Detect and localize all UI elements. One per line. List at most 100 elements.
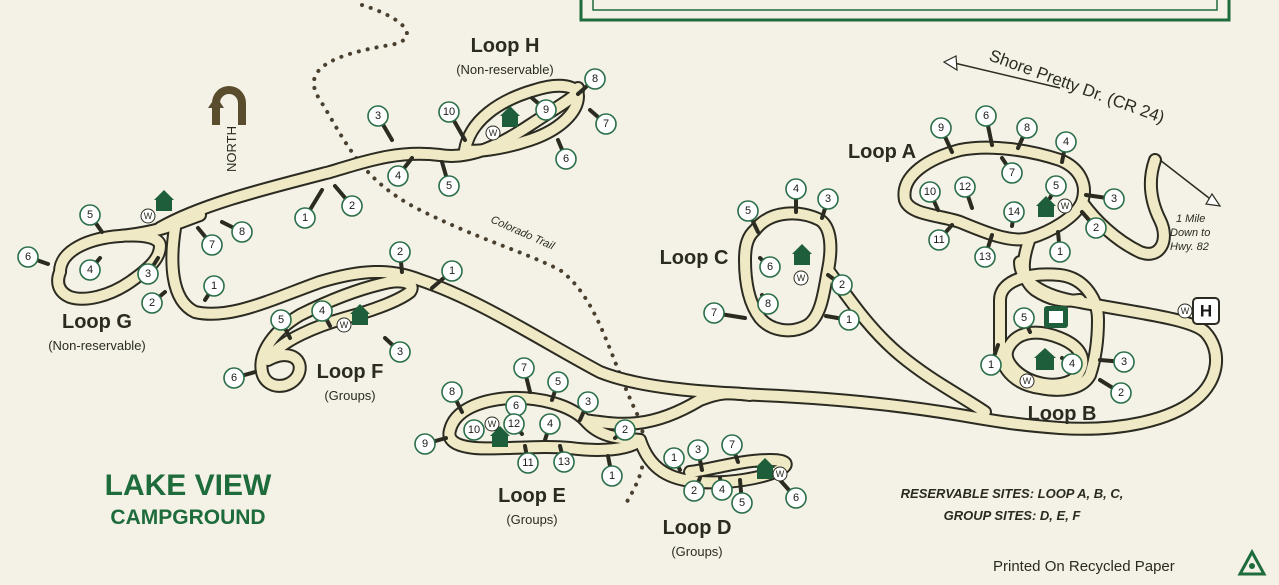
site-number: 5	[745, 205, 751, 217]
site-marker-loop-a	[1085, 217, 1107, 239]
loop-b-name: Loop B	[1028, 403, 1097, 425]
site-number: 5	[446, 180, 452, 192]
site-marker-loop-h	[438, 101, 460, 123]
site-marker-loop-e	[553, 451, 575, 473]
site-number: 2	[839, 279, 845, 291]
site-number: 12	[959, 181, 971, 193]
site-marker-loop-d	[683, 480, 705, 502]
site-number: 1	[988, 359, 994, 371]
site-marker-loop-b	[1013, 307, 1035, 329]
site-marker-loop-g	[231, 221, 253, 243]
water-icon	[485, 125, 501, 141]
site-number: 1	[449, 265, 455, 277]
site-number: 4	[395, 170, 401, 182]
site-marker-loop-a	[1001, 162, 1023, 184]
site-number: 4	[547, 418, 553, 430]
site-number: 5	[1021, 312, 1027, 324]
site-number: 8	[449, 386, 455, 398]
site-marker-loop-e	[513, 357, 535, 379]
site-marker-loop-g	[201, 234, 223, 256]
site-number: 11	[522, 457, 533, 469]
site-marker-loop-g	[141, 292, 163, 314]
road-segment	[167, 223, 1222, 434]
site-marker-loop-a	[1003, 201, 1025, 223]
site-number: 14	[1008, 206, 1020, 218]
toilet-icon	[350, 304, 370, 325]
site-number: 10	[468, 424, 480, 436]
site-number: 1	[846, 314, 852, 326]
site-number: 9	[543, 104, 549, 116]
host-symbol: H	[1200, 302, 1212, 321]
site-number: 1	[211, 280, 217, 292]
site-marker-loop-a	[975, 105, 997, 127]
site-marker-loop-e	[414, 433, 436, 455]
footer-recycled: Printed On Recycled Paper	[993, 558, 1175, 575]
site-marker-loop-a	[919, 181, 941, 203]
site-number: 1	[1057, 246, 1063, 258]
site-marker-loop-e	[463, 419, 485, 441]
road-label: Shore Pretty Dr. (CR 24)	[987, 46, 1168, 127]
site-marker-loop-e	[539, 413, 561, 435]
site-marker-loop-a	[930, 117, 952, 139]
toilet-icon-loop-b	[1034, 348, 1056, 370]
water-symbol: W	[797, 273, 806, 283]
water-symbol: W	[144, 211, 153, 221]
site-marker-loop-g	[203, 275, 225, 297]
site-number: 10	[443, 106, 455, 118]
site-number: 6	[793, 492, 799, 504]
water-symbol: W	[776, 469, 785, 479]
distance-line-1: 1 Mile	[1176, 213, 1205, 225]
distance-line-2: Down to	[1170, 227, 1210, 239]
site-marker-loop-d	[711, 479, 733, 501]
site-number: 8	[239, 226, 245, 238]
site-number: 6	[563, 153, 569, 165]
water-symbol: W	[1181, 306, 1190, 316]
site-marker-loop-b	[1113, 351, 1135, 373]
site-number: 13	[558, 456, 570, 468]
water-symbol: W	[1061, 201, 1070, 211]
site-number: 3	[695, 444, 701, 456]
water-icon	[336, 317, 352, 333]
site-number: 13	[979, 251, 991, 263]
site-marker-loop-f	[223, 367, 245, 389]
site-number: 9	[422, 438, 428, 450]
loop-f-sub: (Groups)	[324, 388, 375, 403]
site-marker-loop-e	[517, 452, 539, 474]
site-number: 9	[938, 122, 944, 134]
loop-d-name: Loop D	[663, 517, 732, 539]
road-network	[51, 78, 1224, 490]
legend-groups: GROUP SITES: D, E, F	[944, 508, 1082, 523]
site-number: 4	[87, 264, 93, 276]
recycle-icon	[1237, 548, 1267, 576]
site-number: 8	[1024, 122, 1030, 134]
site-number: 5	[87, 209, 93, 221]
site-number: 7	[729, 439, 735, 451]
site-number: 6	[231, 372, 237, 384]
north-label: NORTH	[224, 126, 239, 172]
site-number: 6	[513, 400, 519, 412]
site-marker-loop-a	[1055, 131, 1077, 153]
loop-a-name: Loop A	[848, 141, 916, 163]
road-segment	[460, 80, 583, 156]
site-number: 5	[555, 376, 561, 388]
water-icon	[772, 466, 788, 482]
toilet-icon	[490, 426, 510, 447]
top-frame	[579, 0, 1231, 22]
site-marker-loop-f	[389, 241, 411, 263]
site-marker-loop-f	[389, 341, 411, 363]
site-number: 7	[209, 239, 215, 251]
site-marker-loop-h	[438, 175, 460, 197]
site-marker-loop-g	[137, 263, 159, 285]
road-segment	[1001, 327, 1088, 390]
road-segment	[115, 210, 205, 241]
loop-h-sub: (Non-reservable)	[456, 62, 554, 77]
site-marker-loop-h	[294, 207, 316, 229]
site-number: 3	[1111, 193, 1117, 205]
loop-g-sub: (Non-reservable)	[48, 338, 146, 353]
site-marker-loop-h	[584, 68, 606, 90]
site-marker-loop-h	[387, 165, 409, 187]
campground-title-2: CAMPGROUND	[110, 506, 265, 529]
site-marker-loop-a	[954, 176, 976, 198]
site-marker-loop-f	[441, 260, 463, 282]
site-number: 12	[508, 418, 520, 430]
